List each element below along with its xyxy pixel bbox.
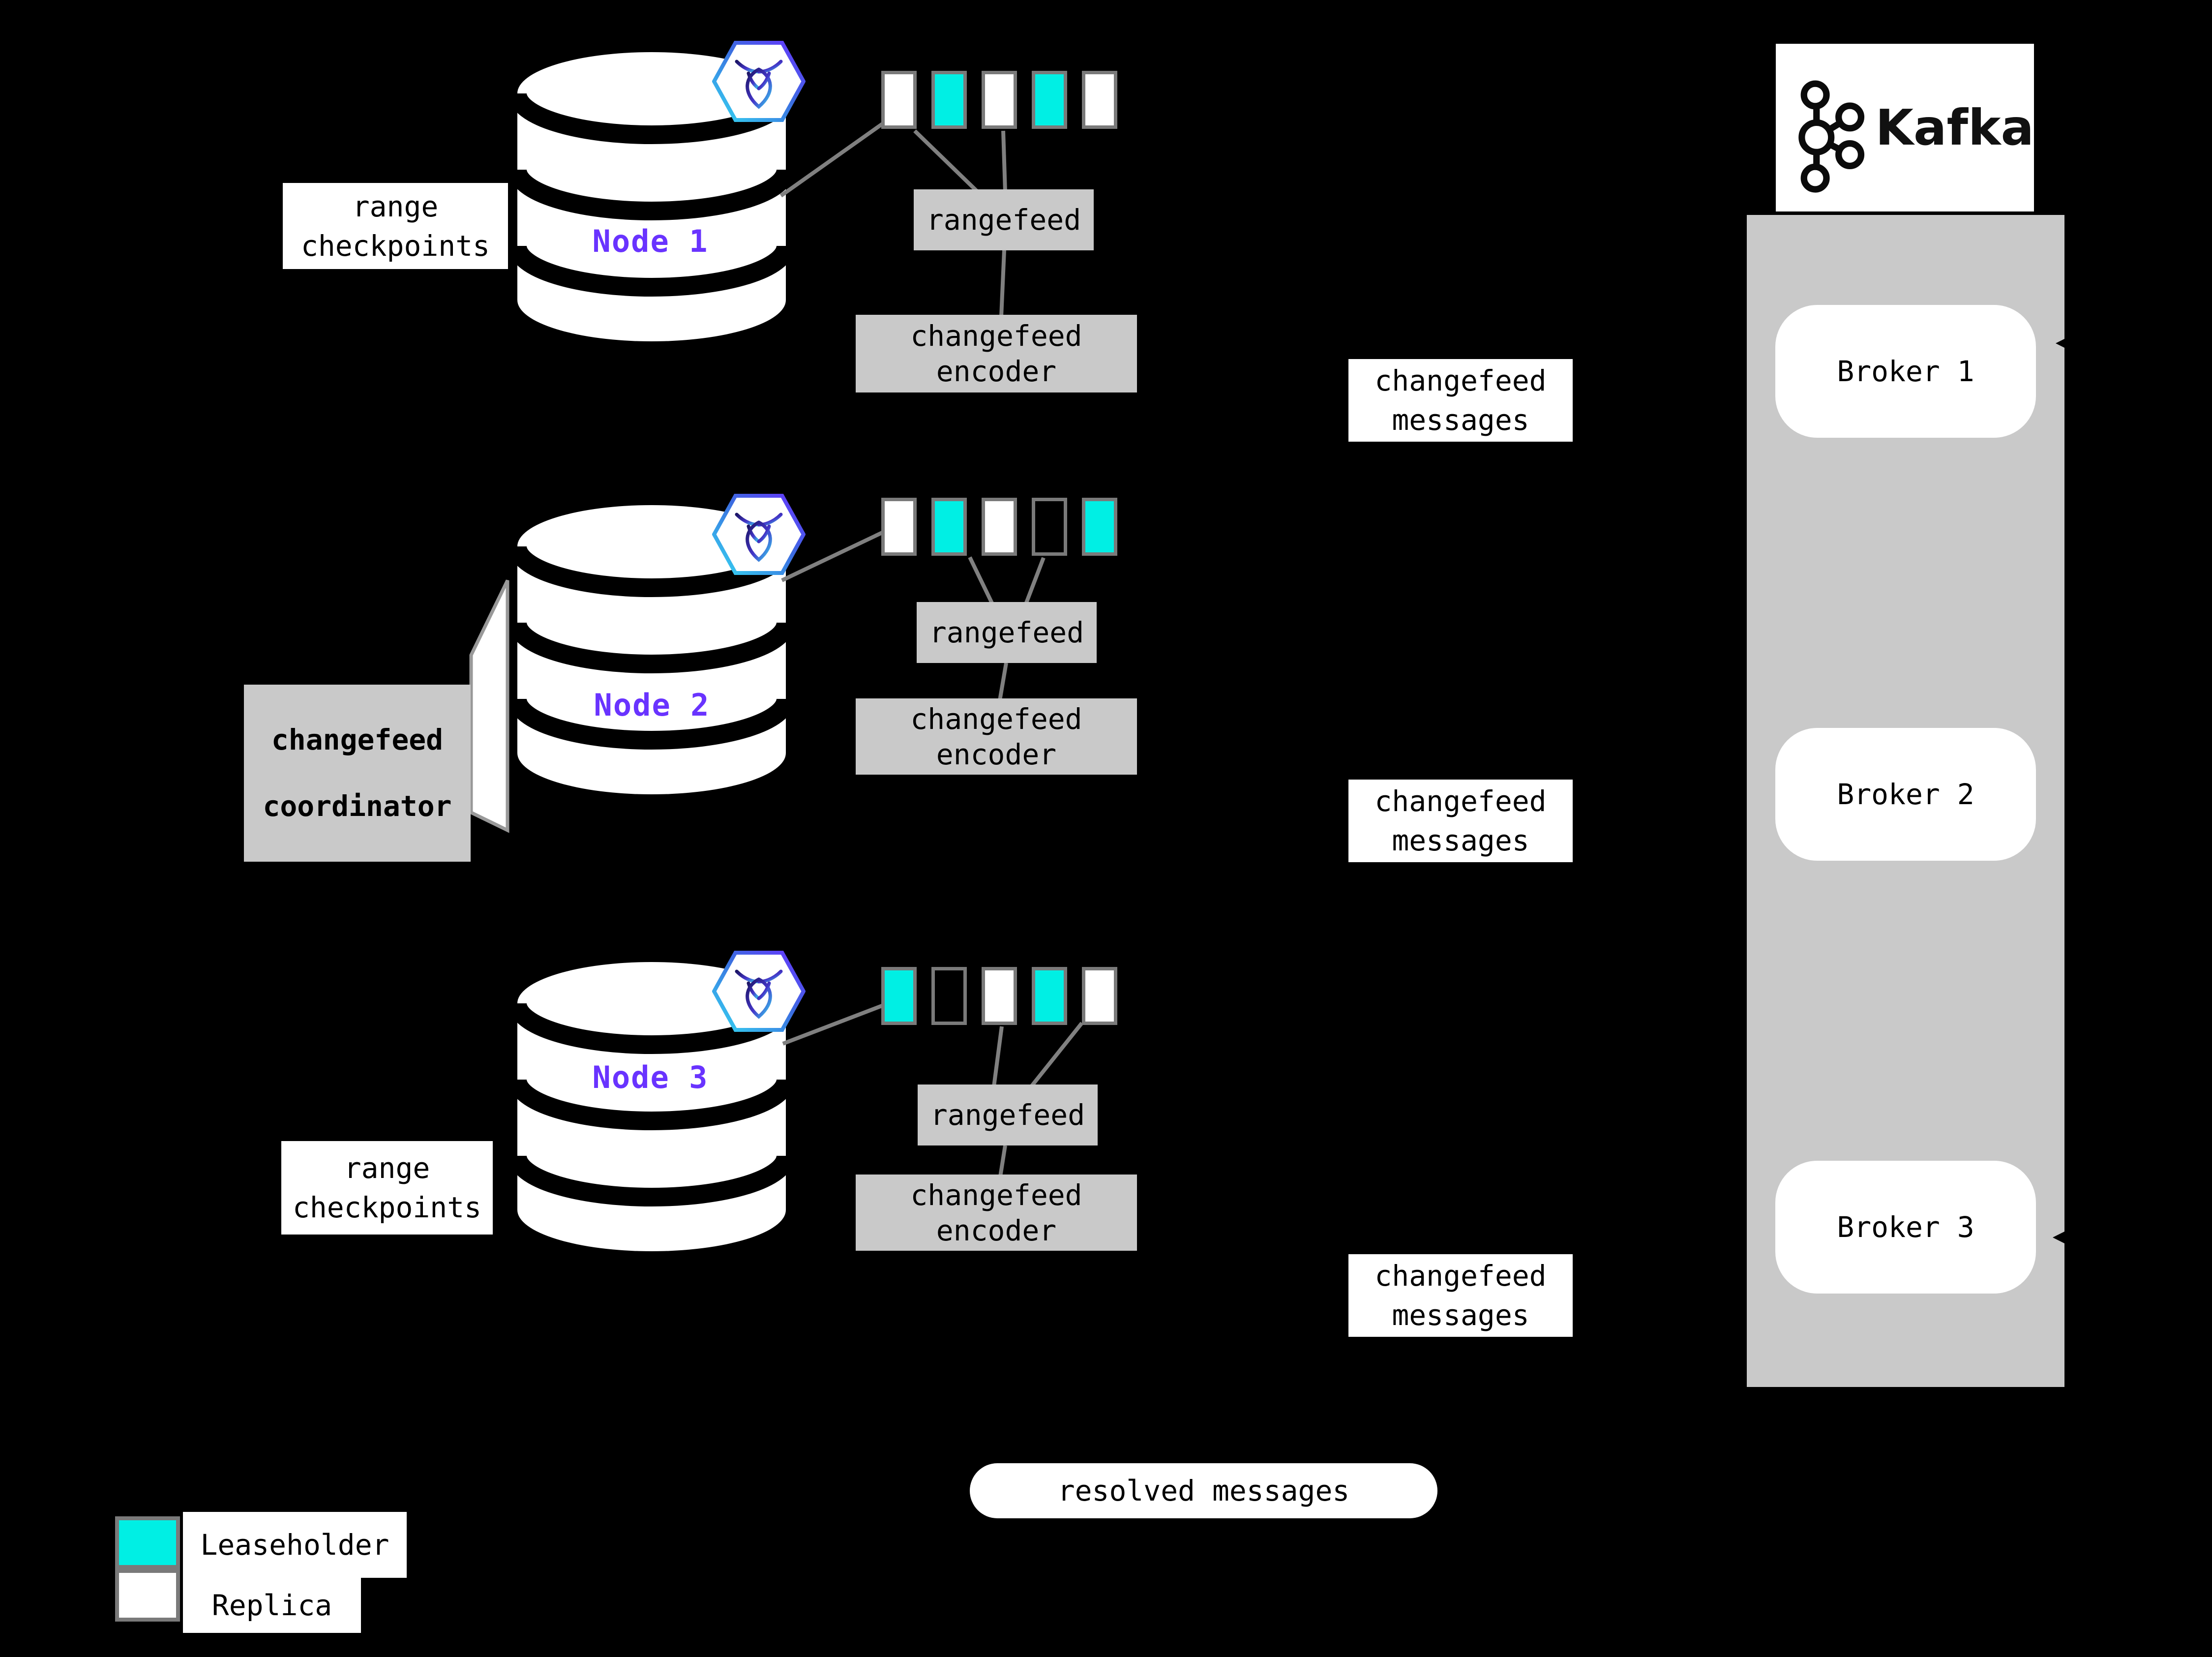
rangefeed-box: rangefeed [917, 602, 1097, 663]
changefeed-coordinator-label: changefeed coordinator [244, 685, 471, 862]
range-box-replica [1082, 967, 1117, 1025]
cockroach-icon [735, 60, 783, 109]
encoder-line1: changefeed [910, 319, 1082, 353]
changefeed-encoder-box: changefeed encoder [856, 1175, 1137, 1251]
database-cylinder-node-3 [516, 962, 787, 1251]
node-2-ranges [881, 498, 1117, 556]
range-box-empty [931, 967, 967, 1025]
kafka-broker-3: Broker 3 [1775, 1161, 2036, 1294]
messages-line1: changefeed [1375, 1259, 1547, 1293]
range-box-replica [982, 71, 1017, 129]
connector-line [913, 129, 979, 193]
range-checkpoints-line2: checkpoints [292, 1191, 482, 1224]
connector-line [779, 122, 884, 198]
range-checkpoints-label: range checkpoints [283, 183, 508, 269]
cockroach-icon [735, 512, 783, 562]
messages-line1: changefeed [1375, 364, 1547, 397]
database-cylinder-node-1 [516, 52, 787, 341]
changefeed-messages-label: changefeed messages [1348, 359, 1573, 442]
cockroach-icon [735, 969, 783, 1019]
range-box-leaseholder [881, 967, 917, 1025]
messages-line2: messages [1392, 403, 1529, 437]
legend-replica-swatch [115, 1569, 180, 1622]
range-box-replica [982, 498, 1017, 556]
cockroachdb-hexagon-icon [712, 951, 806, 1032]
connector-line [1029, 1022, 1084, 1088]
range-box-empty [1032, 498, 1067, 556]
connector-line [968, 556, 994, 605]
range-box-replica [881, 71, 917, 129]
node-1-ranges [881, 71, 1117, 129]
legend-replica-label: Replica [183, 1578, 361, 1633]
kafka-logo-icon [1798, 80, 1865, 193]
node-2-label: Node 2 [594, 687, 710, 723]
cockroachdb-hexagon-icon [712, 494, 806, 575]
coordinator-banner [469, 579, 509, 833]
range-box-leaseholder [1032, 967, 1067, 1025]
range-box-replica [1082, 71, 1117, 129]
connector-line [782, 1002, 887, 1046]
changefeed-messages-label: changefeed messages [1348, 1254, 1573, 1337]
resolved-messages-label: resolved messages [1057, 1474, 1350, 1507]
rangefeed-box: rangefeed [914, 189, 1094, 250]
range-box-replica [982, 967, 1017, 1025]
range-checkpoints-line1: range [352, 189, 439, 223]
rangefeed-label: rangefeed [930, 1098, 1085, 1132]
kafka-broker-1: Broker 1 [1775, 305, 2036, 438]
connector-line [1024, 557, 1046, 605]
kafka-broker-2: Broker 2 [1775, 728, 2036, 861]
range-box-leaseholder [1082, 498, 1117, 556]
connector-line [999, 250, 1006, 317]
messages-line2: messages [1392, 1298, 1529, 1332]
kafka-wordmark: Kafka [1875, 99, 2034, 156]
node-3-ranges [881, 967, 1117, 1025]
connector-line [781, 529, 886, 582]
range-box-replica [881, 498, 917, 556]
coordinator-line1: changefeed [271, 723, 444, 756]
range-box-leaseholder [931, 71, 967, 129]
changefeed-encoder-box: changefeed encoder [856, 698, 1137, 775]
messages-line2: messages [1392, 824, 1529, 857]
legend-leaseholder-label: Leaseholder [183, 1512, 407, 1578]
kafka-panel: Broker 1 Broker 2 Broker 3 [1747, 215, 2064, 1387]
connector-line [998, 1145, 1007, 1177]
changefeed-encoder-box: changefeed encoder [856, 315, 1137, 392]
connector-line [1001, 130, 1007, 192]
rangefeed-label: rangefeed [929, 616, 1084, 649]
messages-line1: changefeed [1375, 784, 1547, 818]
range-box-leaseholder [931, 498, 967, 556]
encoder-line2: encoder [936, 737, 1057, 771]
range-box-leaseholder [1032, 71, 1067, 129]
changefeed-messages-label: changefeed messages [1348, 780, 1573, 862]
range-checkpoints-line2: checkpoints [300, 229, 490, 263]
encoder-line2: encoder [936, 1213, 1057, 1247]
encoder-line2: encoder [936, 355, 1057, 388]
rangefeed-label: rangefeed [926, 203, 1081, 237]
connector-line [992, 1026, 1004, 1087]
connector-line [998, 663, 1008, 701]
range-checkpoints-line1: range [344, 1151, 430, 1185]
resolved-messages-pill: resolved messages [970, 1463, 1437, 1518]
rangefeed-box: rangefeed [918, 1085, 1098, 1145]
encoder-line1: changefeed [910, 702, 1082, 736]
coordinator-line2: coordinator [263, 789, 452, 823]
kafka-logo-card: Kafka [1776, 44, 2034, 211]
node-1-label: Node 1 [592, 223, 709, 259]
encoder-line1: changefeed [910, 1178, 1082, 1212]
legend-leaseholder-swatch [115, 1516, 180, 1569]
cockroachdb-hexagon-icon [712, 41, 806, 122]
database-cylinder-node-2 [516, 505, 787, 794]
range-checkpoints-label: range checkpoints [281, 1141, 493, 1235]
node-3-label: Node 3 [592, 1059, 709, 1095]
